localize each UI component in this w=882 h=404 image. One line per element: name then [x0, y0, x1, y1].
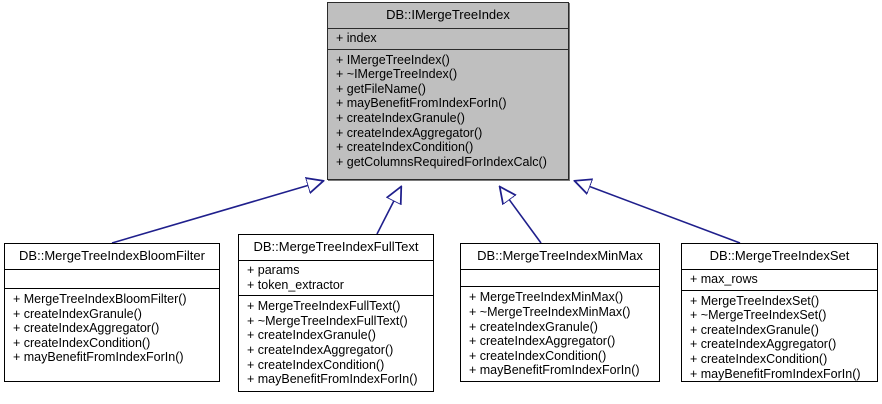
class-method: + createIndexAggregator() [336, 125, 483, 140]
class-name-mergetreeindexset: DB::MergeTreeIndexSet [682, 244, 877, 270]
class-methods-mergetreeindexset: + MergeTreeIndexSet() + ~MergeTreeIndexS… [682, 291, 877, 385]
class-attribute: + max_rows [690, 272, 758, 286]
class-attributes-mergetreeindexset: + max_rows [682, 270, 877, 291]
class-method: + createIndexGranule() [247, 328, 376, 343]
class-method: + MergeTreeIndexFullText() [247, 299, 401, 314]
class-method: + createIndexCondition() [13, 335, 151, 350]
class-box-imergetreeindex[interactable]: DB::IMergeTreeIndex + index + IMergeTree… [327, 2, 569, 180]
class-method: + createIndexCondition() [247, 357, 385, 372]
class-box-mergetreeindexbloomfilter[interactable]: DB::MergeTreeIndexBloomFilter + MergeTre… [4, 243, 220, 382]
class-method: + createIndexCondition() [336, 140, 474, 155]
class-method: + createIndexGranule() [13, 306, 142, 321]
class-method: + createIndexGranule() [690, 322, 819, 337]
edge-set-to-imergetreeindex [575, 181, 741, 244]
class-method: + MergeTreeIndexBloomFilter() [13, 292, 187, 306]
class-method: + createIndexCondition() [469, 348, 607, 363]
class-method: + mayBenefitFromIndexForIn() [13, 350, 184, 365]
class-attributes-mergetreeindexfulltext: + params + token_extractor [239, 261, 433, 297]
class-method: + getFileName() [336, 81, 426, 96]
class-method: + mayBenefitFromIndexForIn() [336, 96, 507, 111]
class-method: + mayBenefitFromIndexForIn() [690, 366, 861, 381]
class-method: + createIndexCondition() [690, 351, 828, 366]
class-method: + ~MergeTreeIndexFullText() [247, 313, 408, 328]
class-method: + MergeTreeIndexSet() [690, 293, 820, 308]
class-method: + MergeTreeIndexMinMax() [469, 290, 624, 305]
class-method: + createIndexAggregator() [469, 334, 616, 349]
class-name-mergetreeindexminmax: DB::MergeTreeIndexMinMax [461, 244, 659, 270]
class-method: + IMergeTreeIndex() [336, 52, 450, 67]
edge-fulltext-to-imergetreeindex [376, 187, 401, 235]
class-method: + ~MergeTreeIndexMinMax() [469, 305, 631, 320]
class-method: + getColumnsRequiredForIndexCalc() [336, 154, 547, 169]
class-method: + mayBenefitFromIndexForIn() [469, 363, 640, 378]
class-method: + createIndexGranule() [336, 110, 465, 125]
class-box-mergetreeindexfulltext[interactable]: DB::MergeTreeIndexFullText + params + to… [238, 234, 434, 392]
class-method: + createIndexGranule() [469, 319, 598, 334]
class-attribute: + token_extractor [247, 277, 344, 292]
class-name-imergetreeindex: DB::IMergeTreeIndex [328, 3, 568, 29]
class-attribute: + params [247, 263, 300, 277]
class-methods-mergetreeindexfulltext: + MergeTreeIndexFullText() + ~MergeTreeI… [239, 296, 433, 391]
class-box-mergetreeindexset[interactable]: DB::MergeTreeIndexSet + max_rows + Merge… [681, 243, 878, 382]
class-method: + createIndexAggregator() [690, 337, 837, 352]
class-attribute: + index [336, 31, 377, 45]
class-methods-imergetreeindex: + IMergeTreeIndex() + ~IMergeTreeIndex()… [328, 50, 568, 179]
class-methods-mergetreeindexbloomfilter: + MergeTreeIndexBloomFilter() + createIn… [5, 289, 219, 381]
class-methods-mergetreeindexminmax: + MergeTreeIndexMinMax() + ~MergeTreeInd… [461, 287, 659, 381]
class-method: + ~MergeTreeIndexSet() [690, 308, 827, 323]
edge-minmax-to-imergetreeindex [500, 187, 542, 244]
class-method: + ~IMergeTreeIndex() [336, 67, 458, 82]
class-method: + createIndexAggregator() [247, 342, 394, 357]
class-method: + mayBenefitFromIndexForIn() [247, 372, 418, 387]
class-method: + createIndexAggregator() [13, 321, 160, 336]
class-attributes-mergetreeindexbloomfilter [5, 270, 219, 289]
class-attributes-imergetreeindex: + index [328, 29, 568, 50]
class-name-mergetreeindexbloomfilter: DB::MergeTreeIndexBloomFilter [5, 244, 219, 270]
class-attributes-mergetreeindexminmax [461, 270, 659, 288]
class-name-mergetreeindexfulltext: DB::MergeTreeIndexFullText [239, 235, 433, 261]
class-box-mergetreeindexminmax[interactable]: DB::MergeTreeIndexMinMax + MergeTreeInde… [460, 243, 660, 382]
